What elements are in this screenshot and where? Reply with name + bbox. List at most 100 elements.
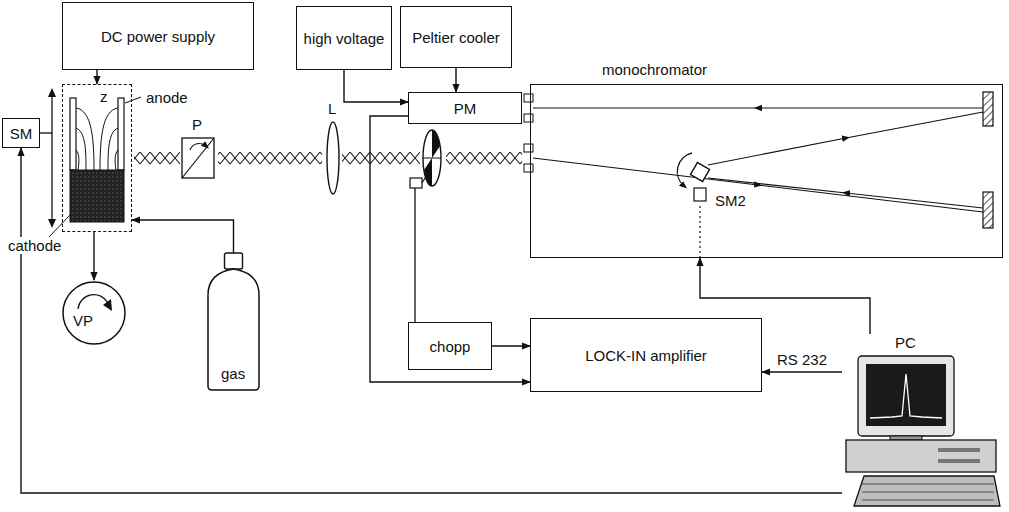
light-ray: [533, 107, 983, 108]
node-text: Peltier cooler: [411, 29, 501, 46]
node-text: cathode: [7, 237, 62, 254]
part-label: P: [191, 116, 203, 133]
keyboard: [854, 476, 1000, 506]
field-line: [76, 108, 94, 170]
motor-coupling: [40, 132, 52, 133]
signal-connector: [93, 232, 94, 280]
gas-bottle: gas: [205, 253, 262, 390]
stepper-motor-box: SM: [2, 118, 40, 148]
power-supply-box: DC power supply: [62, 2, 254, 70]
anode-plate: [70, 98, 76, 170]
node-text: PM: [453, 100, 478, 117]
monitor: [858, 356, 954, 436]
node-text: PC: [894, 334, 917, 351]
power-supply-box: high voltage: [296, 6, 392, 70]
chopper-shaft: [422, 170, 430, 183]
anode-plate: [118, 98, 124, 170]
connector-label: RS 232: [776, 351, 828, 368]
drive-slot: [938, 459, 980, 463]
axis-arrowhead: [48, 219, 56, 228]
signal-connector: [96, 70, 97, 84]
grating-motor: [694, 188, 706, 201]
polarizer-axis: [182, 138, 214, 178]
field-line: [100, 108, 118, 170]
part-label: SM2: [714, 192, 747, 209]
field-line: [76, 128, 86, 170]
pump-arrowhead: [103, 299, 112, 311]
light-ray: [708, 178, 983, 208]
node-text: high voltage: [303, 30, 386, 47]
light-ray: [708, 112, 983, 165]
vacuum-pump: VP: [58, 280, 130, 346]
node-text: SM: [9, 125, 34, 142]
drive-slot: [938, 448, 980, 452]
photomultiplier-box: PM: [408, 92, 522, 124]
pump-rotation: [78, 295, 108, 309]
signal-connector: [370, 116, 530, 382]
monitor-screen: [866, 364, 946, 426]
node-text: monochromator: [601, 61, 708, 78]
rotation-arrow: [677, 153, 692, 186]
chopper-wheel: [423, 130, 441, 186]
mirror: [983, 192, 993, 228]
monochromator-housing: monochromator: [530, 84, 1003, 258]
light-beam: [134, 151, 180, 165]
node-text: LOCK-IN amplifier: [584, 347, 708, 364]
mirror: [983, 92, 993, 126]
cathode-block: [70, 170, 124, 222]
polarizer: [182, 138, 214, 178]
node-text: VP: [72, 312, 94, 329]
keyboard-keys: [862, 484, 994, 485]
pump-outline: [63, 282, 125, 344]
signal-connector: [455, 68, 456, 92]
field-line: [76, 150, 79, 170]
chopper-blade: [424, 130, 440, 186]
slit-jaw: [524, 164, 533, 172]
motor-drive-line: [699, 203, 700, 258]
signal-connector: [492, 345, 530, 346]
signal-connector: [762, 371, 842, 372]
node-text: chopp: [429, 338, 472, 355]
light-beam: [342, 151, 420, 165]
lock-in-box: LOCK-IN amplifier: [530, 318, 762, 392]
light-beam: [218, 151, 322, 165]
keyboard-keys: [862, 500, 994, 501]
signal-connector: [344, 70, 408, 102]
discharge-cell: zanodecathode: [62, 84, 132, 232]
signal-connector: [21, 148, 842, 493]
rotation-arrow: [190, 143, 206, 150]
translation-axis: [51, 92, 52, 224]
computer: PC: [842, 334, 1004, 509]
field-line: [108, 128, 118, 170]
keyboard-keys: [862, 492, 994, 493]
screen-spectrum: [870, 374, 942, 418]
chopper-cable: [414, 188, 415, 322]
node-text: DC power supply: [100, 28, 216, 45]
slit-jaw: [524, 94, 533, 102]
signal-connector: [132, 220, 234, 253]
gas-cylinder: [208, 269, 259, 390]
light-beam: [446, 151, 522, 165]
light-ray: [533, 158, 983, 212]
chopper-motor: [410, 178, 422, 188]
leader-line: [125, 97, 141, 103]
cooler-box: Peltier cooler: [400, 6, 512, 68]
field-line: [115, 150, 118, 170]
axis-arrowhead: [48, 88, 56, 97]
computer-outline: [842, 334, 1004, 509]
chopper-blade: [423, 158, 441, 159]
lens: [327, 122, 339, 194]
chopper-controller-box: chopp: [408, 322, 492, 370]
slit-jaw: [524, 144, 533, 152]
cylinder-valve: [225, 253, 243, 269]
node-text: anode: [145, 89, 189, 106]
computer-case: [846, 440, 996, 472]
node-text: z: [99, 88, 109, 105]
part-label: L: [327, 100, 337, 117]
grating: [690, 162, 709, 181]
slit-jaw: [524, 114, 533, 122]
node-text: gas: [220, 365, 246, 382]
